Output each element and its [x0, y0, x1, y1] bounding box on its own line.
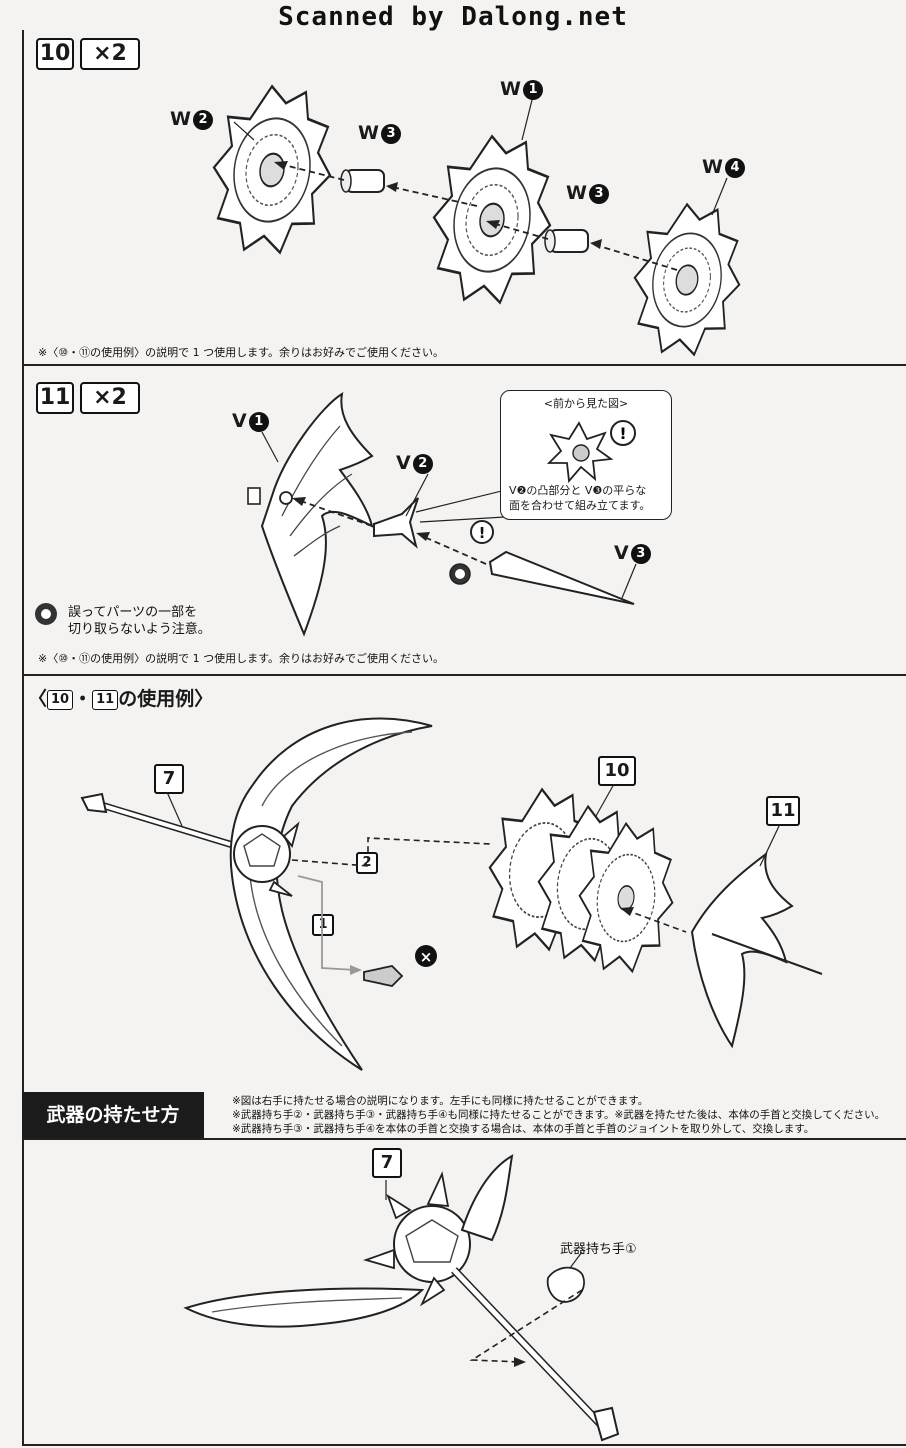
weapon-hand-label: 武器持ち手①: [560, 1242, 637, 1257]
svg-text:!: !: [619, 424, 626, 443]
svg-text:!: !: [479, 524, 486, 542]
manual-page-frame: [22, 30, 906, 1446]
step-10-number: 10: [36, 38, 74, 70]
assembly-step-2: 2: [356, 852, 378, 874]
step-11-quantity: ×2: [80, 382, 140, 414]
peg-w3-a: [340, 169, 385, 193]
step-10-quantity: ×2: [80, 38, 140, 70]
tag-part-10: 10: [598, 756, 636, 786]
tag-part-7: 7: [154, 764, 184, 794]
tag-part-11: 11: [766, 796, 800, 826]
tag-part-7-holding: 7: [372, 1148, 402, 1178]
weapon-holding-title: 武器の持たせ方: [22, 1092, 204, 1138]
weapon-holding-section: 7 武器持ち手①: [22, 1140, 906, 1446]
usage-example-illustration: ×: [80, 717, 823, 1071]
assembly-step-1: 1: [312, 914, 334, 936]
step-11-note: ※〈⑩・⑪の使用例〉の説明で 1 つ使用します。余りはお好みでご使用ください。: [38, 652, 444, 665]
step-11-number: 11: [36, 382, 74, 414]
peg-w3-b: [544, 229, 589, 253]
scan-credit: Scanned by Dalong.net: [278, 2, 628, 32]
callout-text: V❷の凸部分と V❸の平らな 面を合わせて組み立てます。: [509, 484, 651, 512]
weapon-holding-notes: ※図は右手に持たせる場合の説明になります。左手にも同様に持たせることができます。…: [232, 1095, 886, 1135]
weapon-holding-header-rule: [22, 1092, 906, 1140]
step-10-illustration: [212, 76, 741, 365]
front-view-callout: <前から見た図> ! V❷の凸部分と V❸の平らな 面を合わせて組み立てます。: [500, 390, 672, 520]
callout-title: <前から見た図>: [543, 397, 629, 410]
callout-illustration: !: [546, 420, 636, 484]
step-10-note: ※〈⑩・⑪の使用例〉の説明で 1 つ使用します。余りはお好みでご使用ください。: [38, 346, 444, 359]
svg-text:×: ×: [420, 948, 433, 966]
weapon-holding-illustration: [183, 1154, 620, 1442]
step-11-illustration: !: [35, 392, 637, 637]
cut-warning: 誤ってパーツの一部を 切り取らないよう注意。: [68, 605, 211, 637]
